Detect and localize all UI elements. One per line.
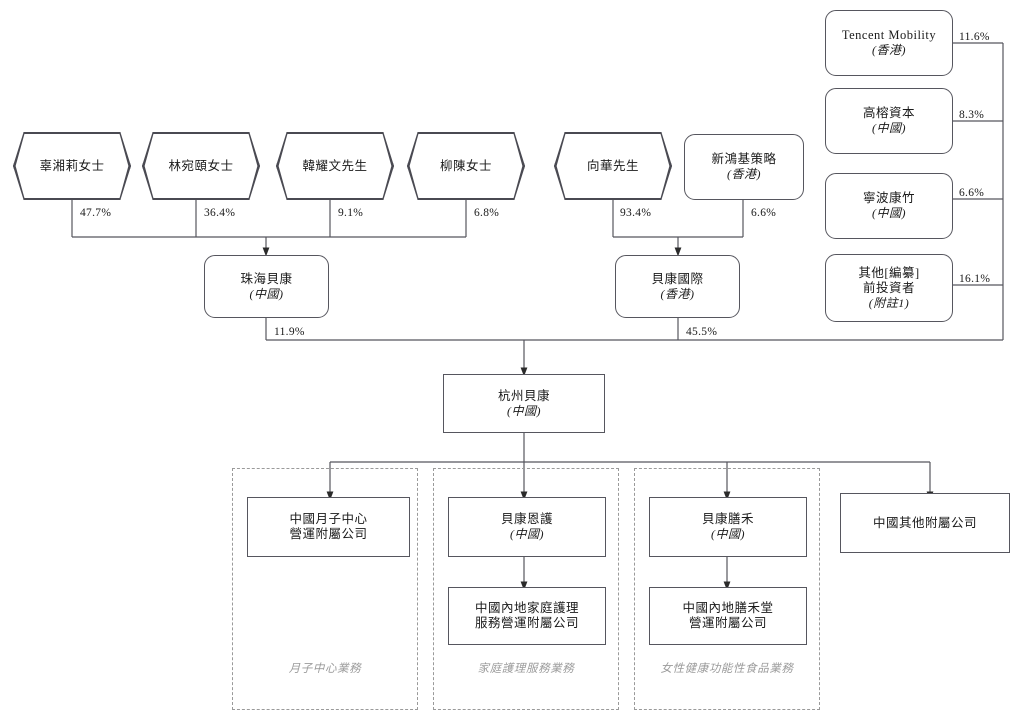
- entity-sunhung-kai-strategy[interactable]: 新鴻基策略 (香港): [684, 134, 804, 200]
- entity-jurisdiction: (中國): [249, 286, 284, 301]
- entity-beikang-international[interactable]: 貝康國際 (香港): [615, 255, 740, 318]
- entity-jurisdiction: (香港): [660, 286, 695, 301]
- subsidiary-name-line1: 貝康恩護: [500, 512, 553, 526]
- segment-caption-confinement-centre: 月子中心業務: [288, 663, 362, 675]
- sub-subsidiary-box-home-care-opco[interactable]: 中國內地家庭護理 服務營運附屬公司: [448, 587, 606, 645]
- subsidiary-box-other-china-subsidiaries[interactable]: 中國其他附屬公司: [840, 493, 1010, 553]
- entity-zhuhai-beikang[interactable]: 珠海貝康 (中國): [204, 255, 329, 318]
- segment-caption-womens-health-food: 女性健康功能性食品業務: [660, 663, 794, 675]
- investor-box-gaorong-capital[interactable]: 高榕資本 (中國): [825, 88, 953, 154]
- shareholder-name: 柳陳女士: [439, 158, 492, 173]
- investor-jurisdiction: (中國): [872, 121, 906, 135]
- pct-label-shareholder-5: 93.4%: [620, 207, 652, 219]
- investor-footnote-ref: (附註1): [868, 295, 910, 310]
- subsidiary-name-line2: 營運附屬公司: [289, 527, 368, 541]
- sub-subsidiary-name-line2: 營運附屬公司: [688, 616, 767, 630]
- subsidiary-jurisdiction: (中國): [510, 527, 544, 541]
- pct-label-investor-4: 16.1%: [959, 273, 991, 285]
- segment-group-confinement-centre: [232, 468, 418, 710]
- subsidiary-box-beikang-enhu[interactable]: 貝康恩護 (中國): [448, 497, 606, 557]
- shareholder-name: 韓耀文先生: [302, 158, 368, 173]
- pct-label-zhuhai-beikang: 11.9%: [274, 326, 305, 338]
- pct-label-beikang-international: 45.5%: [686, 326, 718, 338]
- pct-label-shareholder-3: 9.1%: [338, 207, 364, 219]
- entity-name: 珠海貝康: [240, 271, 293, 286]
- shareholder-hex-5[interactable]: 向華先生: [554, 132, 672, 200]
- subsidiary-box-confinement-centre-opco[interactable]: 中國月子中心 營運附屬公司: [247, 497, 410, 557]
- investor-box-other-pre-ipo-investors[interactable]: 其他[編纂] 前投資者 (附註1): [825, 254, 953, 322]
- sub-subsidiary-name-line1: 中國內地膳禾堂: [682, 601, 774, 615]
- entity-jurisdiction: (香港): [727, 167, 761, 181]
- sub-subsidiary-box-shanhetang-opco[interactable]: 中國內地膳禾堂 營運附屬公司: [649, 587, 807, 645]
- pct-label-investor-1: 11.6%: [959, 31, 990, 43]
- pct-label-investor-3: 6.6%: [959, 187, 985, 199]
- investor-name: 高榕資本: [862, 106, 915, 120]
- investor-name-cont: 前投資者: [862, 280, 915, 295]
- shareholder-name: 辜湘莉女士: [39, 158, 105, 173]
- shareholder-hex-1[interactable]: 辜湘莉女士: [13, 132, 131, 200]
- segment-group-home-care: [433, 468, 619, 710]
- entity-hangzhou-beikang[interactable]: 杭州貝康 (中國): [443, 374, 605, 433]
- pct-label-shareholder-2: 36.4%: [204, 207, 236, 219]
- shareholder-hex-2[interactable]: 林宛頤女士: [142, 132, 260, 200]
- shareholder-name: 向華先生: [586, 158, 639, 173]
- investor-jurisdiction: (香港): [872, 43, 906, 57]
- pct-label-shareholder-6: 6.6%: [751, 207, 777, 219]
- subsidiary-name-line1: 貝康膳禾: [701, 512, 754, 526]
- entity-name: 新鴻基策略: [711, 152, 777, 166]
- investor-name: 其他[編纂]: [858, 265, 920, 280]
- entity-jurisdiction: (中國): [507, 403, 541, 418]
- subsidiary-jurisdiction: (中國): [711, 527, 745, 541]
- sub-subsidiary-name-line2: 服務營運附屬公司: [474, 616, 579, 630]
- subsidiary-box-beikang-shanhe[interactable]: 貝康膳禾 (中國): [649, 497, 807, 557]
- entity-name: 貝康國際: [651, 271, 704, 286]
- investor-box-ningbo-kangzhu[interactable]: 寧波康竹 (中國): [825, 173, 953, 239]
- pct-label-investor-2: 8.3%: [959, 109, 985, 121]
- shareholder-hex-4[interactable]: 柳陳女士: [407, 132, 525, 200]
- investor-name: 寧波康竹: [862, 191, 915, 205]
- shareholder-hex-3[interactable]: 韓耀文先生: [276, 132, 394, 200]
- pct-label-shareholder-4: 6.8%: [474, 207, 500, 219]
- sub-subsidiary-name-line1: 中國內地家庭護理: [474, 601, 579, 615]
- entity-name: 杭州貝康: [497, 388, 550, 403]
- subsidiary-name-line1: 中國其他附屬公司: [872, 515, 977, 530]
- pct-label-shareholder-1: 47.7%: [80, 207, 112, 219]
- subsidiary-name-line1: 中國月子中心: [289, 512, 368, 526]
- investor-box-tencent-mobility[interactable]: Tencent Mobility (香港): [825, 10, 953, 76]
- shareholder-name: 林宛頤女士: [168, 158, 234, 173]
- investor-name: Tencent Mobility: [841, 28, 937, 42]
- investor-jurisdiction: (中國): [872, 206, 906, 220]
- segment-caption-home-care: 家庭護理服務業務: [477, 663, 575, 675]
